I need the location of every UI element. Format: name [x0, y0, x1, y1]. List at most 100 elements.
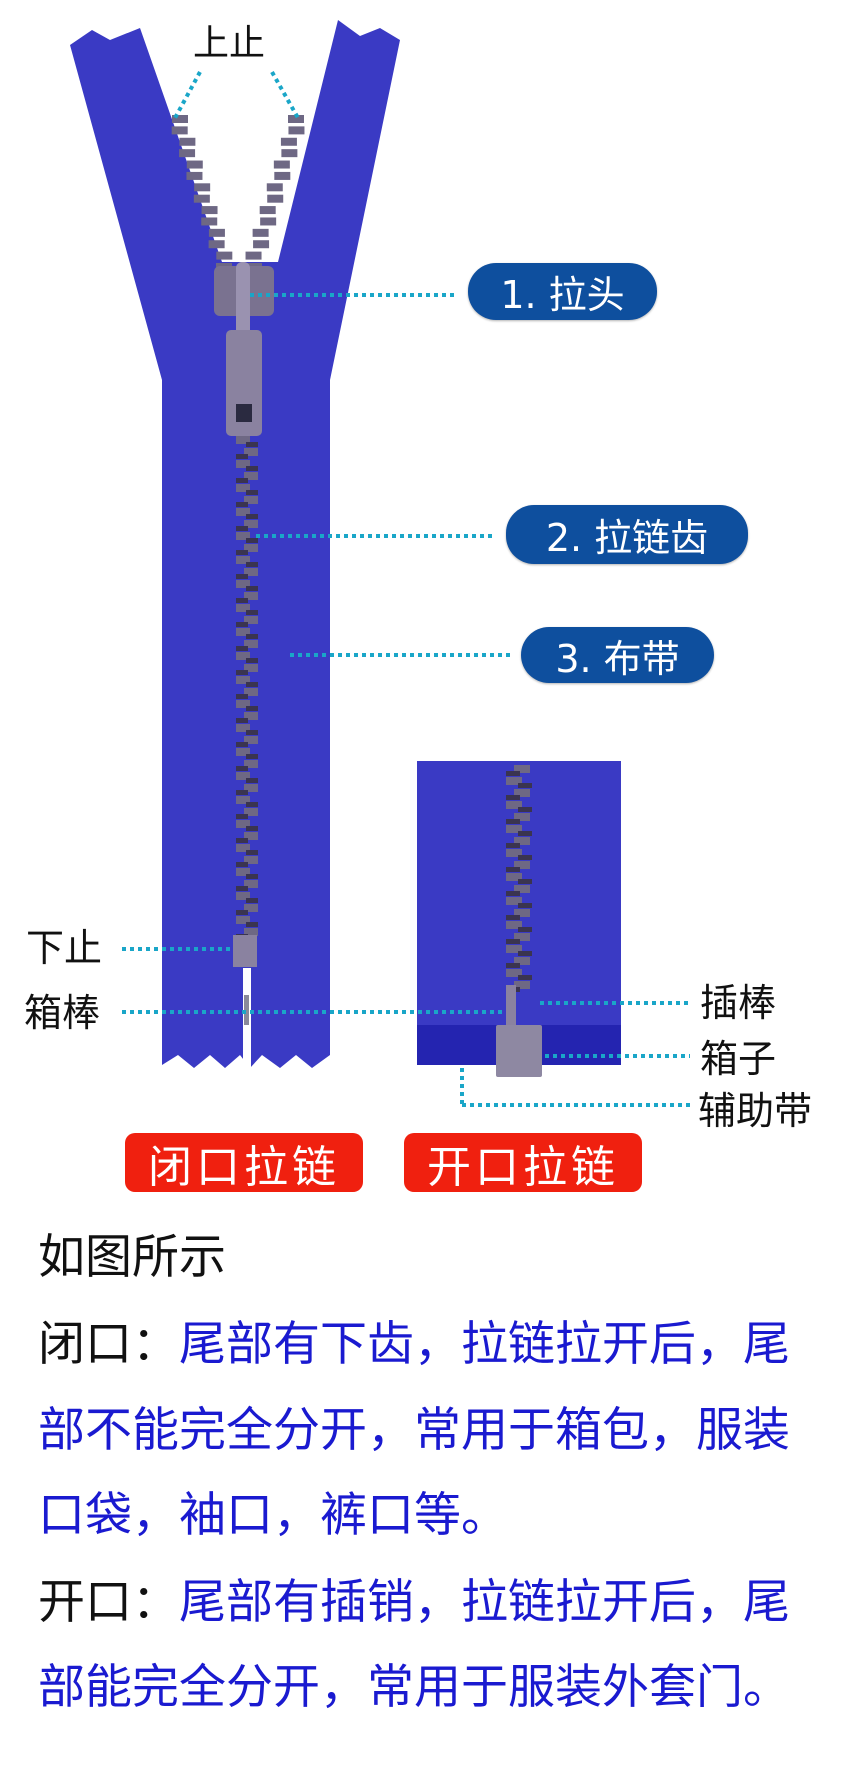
tooth [244, 664, 258, 672]
tooth [244, 496, 258, 504]
tooth [266, 183, 283, 192]
tooth [201, 217, 218, 226]
tooth [172, 115, 188, 123]
tooth [518, 855, 532, 860]
tooth [514, 789, 530, 797]
tooth [506, 915, 520, 920]
tooth [246, 610, 258, 615]
tooth [244, 640, 258, 648]
tooth [244, 592, 258, 600]
pill-teeth: 2. 拉链齿 [506, 505, 748, 564]
tooth [236, 598, 248, 603]
tooth [506, 873, 522, 881]
tooth [267, 194, 284, 203]
tooth [236, 886, 248, 891]
tooth [273, 160, 290, 169]
open-text-1: 尾部有插销，拉链拉开后，尾 [179, 1575, 790, 1630]
tooth [236, 814, 248, 819]
tooth [194, 183, 211, 192]
tooth [244, 856, 258, 864]
tooth [260, 217, 277, 226]
tooth [506, 771, 520, 776]
tooth [236, 694, 248, 699]
tooth [518, 951, 532, 956]
open-zipper-teeth [506, 765, 532, 992]
description-closed-line1: 闭口：尾部有下齿，拉链拉开后，尾 [38, 1321, 790, 1368]
bottom-stop [233, 935, 257, 967]
tooth [506, 897, 522, 905]
tooth [506, 963, 520, 968]
tooth [236, 628, 250, 636]
tooth [506, 939, 520, 944]
closed-text-1: 尾部有下齿，拉链拉开后，尾 [179, 1317, 790, 1372]
tooth [179, 149, 196, 158]
tooth [236, 748, 250, 756]
tooth [244, 928, 258, 936]
tooth [514, 861, 530, 869]
tooth [236, 700, 250, 708]
tooth [280, 137, 297, 146]
tooth [246, 682, 258, 687]
tooth [245, 251, 262, 260]
tooth [518, 903, 532, 908]
label-box: 箱子 [700, 1037, 777, 1081]
tooth [288, 115, 304, 123]
tooth [244, 544, 258, 552]
tooth [244, 472, 258, 480]
tooth [252, 228, 269, 237]
tooth [246, 730, 258, 735]
tooth [236, 670, 248, 675]
tooth [236, 790, 248, 795]
closed-zipper-button: 闭口拉链 [125, 1133, 363, 1193]
closed-zipper-tape [70, 20, 400, 1068]
tooth [201, 206, 218, 215]
tooth [236, 820, 250, 828]
insert-pin [506, 985, 516, 1027]
tooth [518, 927, 532, 932]
tooth [246, 562, 258, 567]
tooth [246, 586, 258, 591]
tooth [236, 478, 248, 483]
tooth [506, 867, 520, 872]
tooth [246, 826, 258, 831]
tooth [259, 206, 276, 215]
tooth [506, 825, 522, 833]
tooth [216, 251, 233, 260]
tooth [244, 568, 258, 576]
tooth [236, 838, 248, 843]
tooth [236, 604, 250, 612]
tooth [244, 688, 258, 696]
tooth [236, 502, 248, 507]
tooth [244, 832, 258, 840]
tooth [246, 442, 258, 447]
description-intro: 如图所示 [38, 1230, 226, 1285]
tooth [244, 808, 258, 816]
tooth [506, 843, 520, 848]
open-prefix: 开口： [38, 1575, 179, 1630]
tooth [236, 646, 248, 651]
tooth [236, 574, 248, 579]
tooth [246, 874, 258, 879]
tooth [236, 652, 250, 660]
tooth [236, 508, 250, 516]
tooth [171, 126, 188, 135]
tooth [514, 957, 530, 965]
tooth [246, 490, 258, 495]
closed-prefix: 闭口： [38, 1317, 179, 1372]
tooth [506, 969, 522, 977]
tooth [236, 622, 248, 627]
tooth [281, 149, 298, 158]
description-closed-line3: 口袋，袖口，裤口等。 [38, 1488, 508, 1543]
tooth [514, 885, 530, 893]
tooth [518, 975, 532, 980]
tooth [236, 766, 248, 771]
tooth [236, 454, 248, 459]
tooth [236, 550, 248, 555]
tooth [514, 909, 530, 917]
tooth [244, 520, 258, 528]
tooth [246, 658, 258, 663]
tooth [193, 194, 210, 203]
tooth [246, 922, 258, 927]
tooth [246, 538, 258, 543]
tooth [506, 891, 520, 896]
